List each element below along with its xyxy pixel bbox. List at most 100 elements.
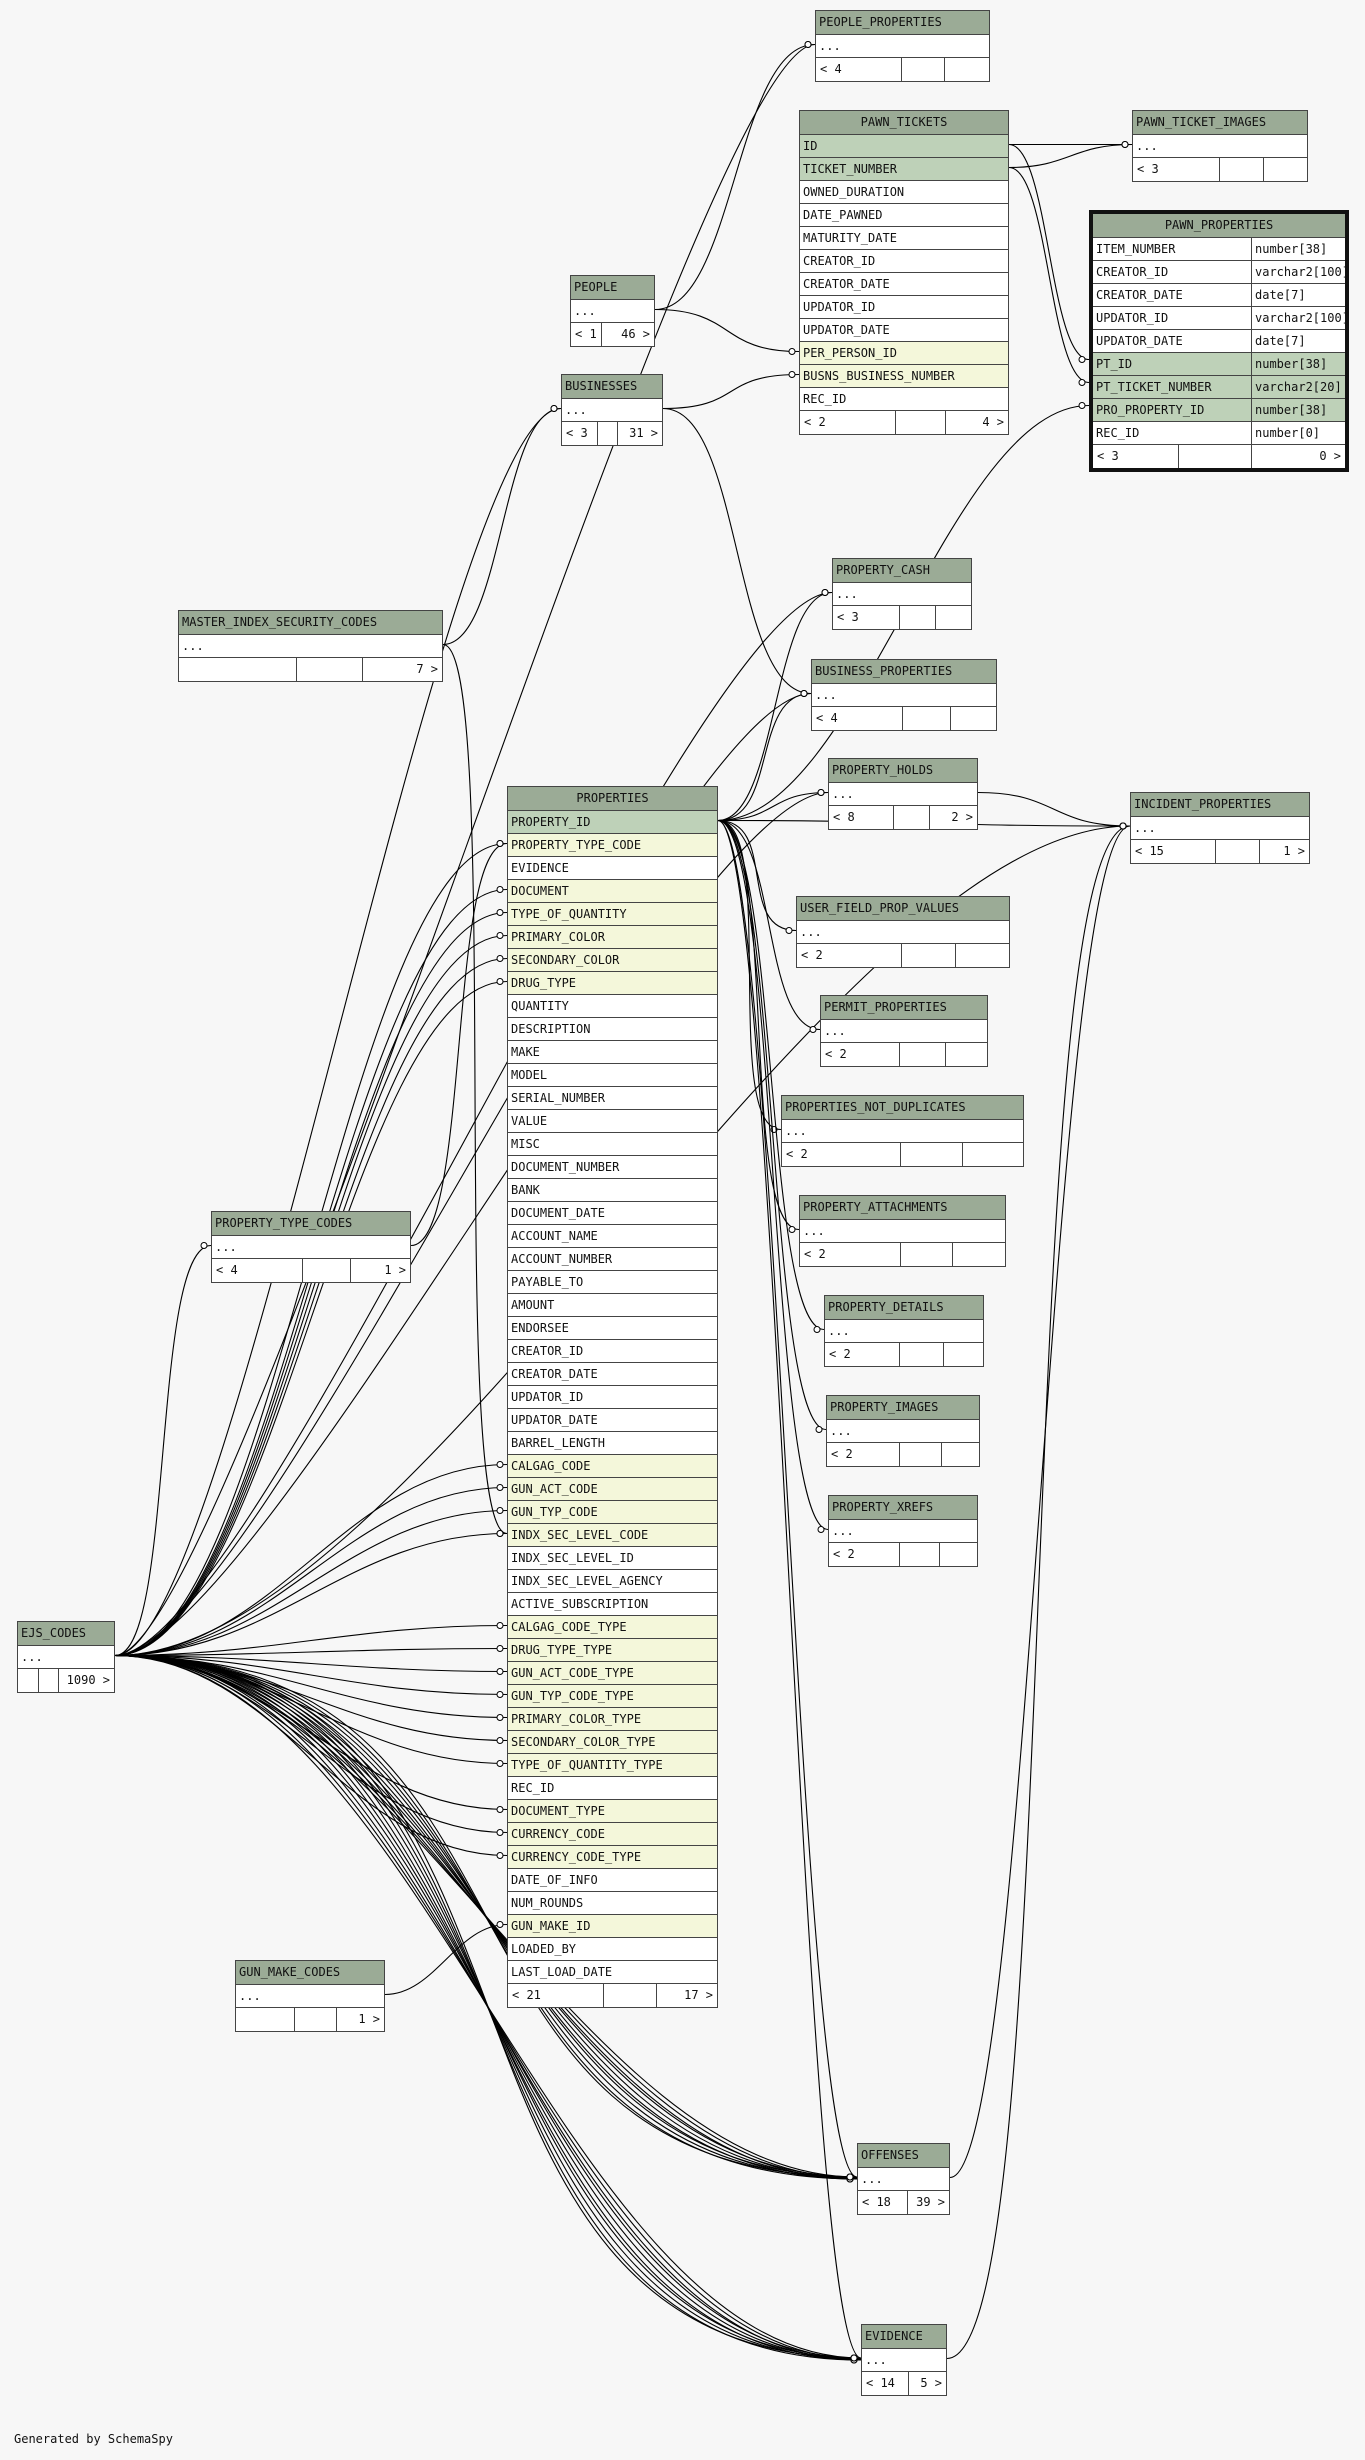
- ejs-to-properties-line: [114, 1463, 508, 1657]
- column-row: GUN_ACT_CODE_TYPE: [508, 1662, 717, 1685]
- column-type: number[38]: [1251, 238, 1327, 260]
- table-property-details[interactable]: PROPERTY_DETAILS ... < 2: [824, 1295, 984, 1367]
- table-row: ...: [782, 1120, 1023, 1143]
- column-name: PT_TICKET_NUMBER: [1096, 380, 1212, 394]
- column-name: REC_ID: [511, 1781, 555, 1795]
- table-footer: < 2: [829, 1543, 977, 1566]
- table-title: PAWN_TICKETS: [800, 111, 1008, 135]
- table-ejs-codes[interactable]: EJS_CODES ... 1090 >: [17, 1621, 115, 1693]
- relationship-end-marker: [496, 1668, 504, 1675]
- businesses-to-business-properties-line: [662, 407, 812, 695]
- ejs-to-properties-line: [114, 1486, 508, 1657]
- relationship-end-marker: [1121, 141, 1129, 148]
- businesses-to-pawn-tickets-line: [662, 373, 800, 410]
- table-property-attachments[interactable]: PROPERTY_ATTACHMENTS ... < 2: [799, 1195, 1006, 1267]
- column-row: DATE_PAWNED: [800, 204, 1008, 227]
- column-row: NUM_ROUNDS: [508, 1892, 717, 1915]
- column-name: UPDATOR_ID: [511, 1390, 584, 1404]
- column-row: OWNED_DURATION: [800, 181, 1008, 204]
- relationship-end-marker: [496, 1921, 504, 1928]
- column-name: CREATOR_ID: [511, 1344, 584, 1358]
- column-row: PER_PERSON_ID: [800, 342, 1008, 365]
- column-name: CALGAG_CODE: [511, 1459, 591, 1473]
- table-title: PROPERTY_HOLDS: [829, 759, 977, 783]
- column-row: CREATOR_ID: [800, 250, 1008, 273]
- relationship-end-marker: [815, 1426, 823, 1433]
- column-name: DOCUMENT: [511, 884, 569, 898]
- table-master-index-security-codes[interactable]: MASTER_INDEX_SECURITY_CODES ... 7 >: [178, 610, 443, 682]
- table-properties-not-duplicates[interactable]: PROPERTIES_NOT_DUPLICATES ... < 2: [781, 1095, 1024, 1167]
- table-gun-make-codes[interactable]: GUN_MAKE_CODES ... 1 >: [235, 1960, 385, 2032]
- table-user-field-prop-values[interactable]: USER_FIELD_PROP_VALUES ... < 2: [796, 896, 1010, 968]
- table-pawn-ticket-images[interactable]: PAWN_TICKET_IMAGES ... < 3: [1132, 110, 1308, 182]
- column-name: BUSNS_BUSINESS_NUMBER: [803, 369, 955, 383]
- table-people-properties[interactable]: PEOPLE_PROPERTIES ... < 4: [815, 10, 990, 82]
- column-type: number[38]: [1251, 399, 1327, 421]
- column-name: GUN_ACT_CODE_TYPE: [511, 1666, 634, 1680]
- column-name: ACTIVE_SUBSCRIPTION: [511, 1597, 649, 1611]
- relationship-end-marker: [1078, 402, 1086, 409]
- table-footer: 1090 >: [18, 1669, 114, 1692]
- ejs-to-properties-line: [114, 1654, 508, 1811]
- table-row: ...: [829, 783, 977, 806]
- table-permit-properties[interactable]: PERMIT_PROPERTIES ... < 2: [820, 995, 988, 1067]
- footer-left: < 18: [862, 2195, 891, 2209]
- column-row: DOCUMENT_DATE: [508, 1202, 717, 1225]
- column-name: DOCUMENT_NUMBER: [511, 1160, 620, 1174]
- ejs-to-properties-line: [114, 911, 508, 1657]
- relationship-end-marker: [496, 1530, 504, 1537]
- table-business-properties[interactable]: BUSINESS_PROPERTIES ... < 4: [811, 659, 997, 731]
- table-property-images[interactable]: PROPERTY_IMAGES ... < 2: [826, 1395, 980, 1467]
- footer-right: 1 >: [1283, 844, 1305, 858]
- column-row: INDX_SEC_LEVEL_AGENCY: [508, 1570, 717, 1593]
- properties-to-property_xrefs-line: [717, 819, 829, 1531]
- table-property-xrefs[interactable]: PROPERTY_XREFS ... < 2: [828, 1495, 978, 1567]
- footer-left: < 2: [804, 1247, 826, 1261]
- table-title: PROPERTY_XREFS: [829, 1496, 977, 1520]
- footer-left: < 21: [512, 1988, 541, 2002]
- pawn-tickets-to-pawn-properties-line: [1008, 143, 1090, 361]
- footer-left: < 2: [804, 415, 826, 429]
- column-name: CREATOR_ID: [803, 254, 876, 268]
- ejs-to-property-cash-line: [114, 591, 833, 1657]
- column-row: UPDATOR_DATE: [508, 1409, 717, 1432]
- table-row: ...: [212, 1236, 410, 1259]
- table-property-cash[interactable]: PROPERTY_CASH ... < 3: [832, 558, 972, 630]
- column-type: number[38]: [1251, 353, 1327, 375]
- column-row: GUN_TYP_CODE: [508, 1501, 717, 1524]
- column-row: AMOUNT: [508, 1294, 717, 1317]
- ptc-to-properties-line: [410, 842, 508, 1247]
- ejs-to-properties-line: [114, 1647, 508, 1657]
- relationship-end-marker: [550, 405, 558, 412]
- ejs-to-properties-line: [114, 1654, 508, 1742]
- column-type: varchar2[20]: [1251, 376, 1342, 398]
- column-type: number[0]: [1251, 422, 1320, 444]
- table-footer: < 3: [833, 606, 971, 629]
- column-name: PAYABLE_TO: [511, 1275, 584, 1289]
- column-row: PT_TICKET_NUMBER varchar2[20]: [1093, 376, 1345, 399]
- footer-right: 2 >: [951, 810, 973, 824]
- table-title: PROPERTY_DETAILS: [825, 1296, 983, 1320]
- column-row: TICKET_NUMBER: [800, 158, 1008, 181]
- relationship-end-marker: [496, 1737, 504, 1744]
- table-title: BUSINESS_PROPERTIES: [812, 660, 996, 684]
- table-title: PROPERTIES: [508, 787, 717, 811]
- table-row: ...: [862, 2349, 946, 2372]
